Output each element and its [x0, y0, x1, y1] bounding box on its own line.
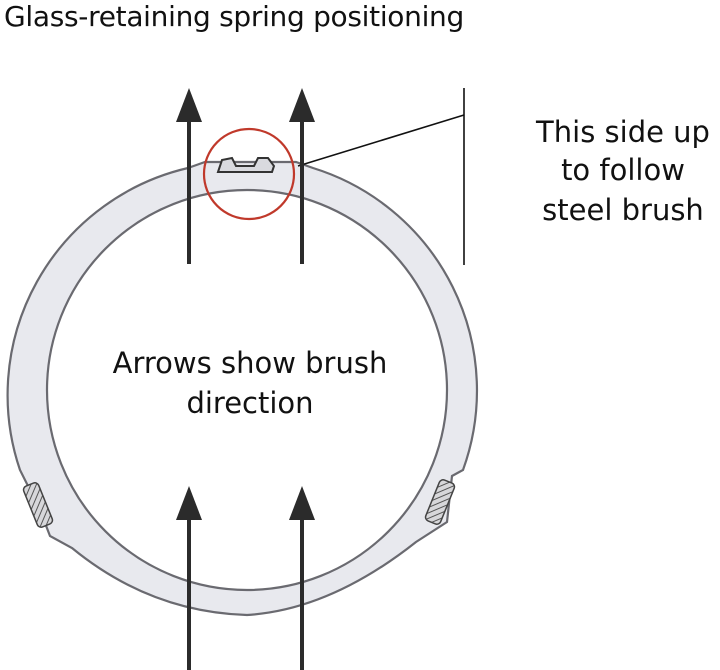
arrow-up-icon [176, 486, 202, 670]
arrow-up-icon [289, 486, 315, 670]
side-note-line-3: steel brush [542, 193, 704, 227]
spring-tab-icon [216, 156, 276, 173]
arrow-up-icon [289, 88, 315, 264]
knurled-lug-right-icon [424, 479, 456, 525]
side-note-line-2: to follow [561, 153, 685, 187]
ring-body [6, 160, 478, 617]
highlight-circle-icon [202, 127, 296, 221]
callout-leader-line [297, 114, 465, 167]
center-note-line-2: direction [186, 386, 314, 420]
ring-inner-edge [45, 188, 449, 592]
side-note-line-1: This side up [536, 115, 710, 149]
center-note-line-1: Arrows show brush [112, 346, 388, 380]
arrow-up-icon [176, 88, 202, 264]
page-title: Glass-retaining spring positioning [4, 0, 464, 33]
knurled-lug-left-icon [22, 482, 54, 528]
retaining-spring-ring [6, 160, 478, 617]
